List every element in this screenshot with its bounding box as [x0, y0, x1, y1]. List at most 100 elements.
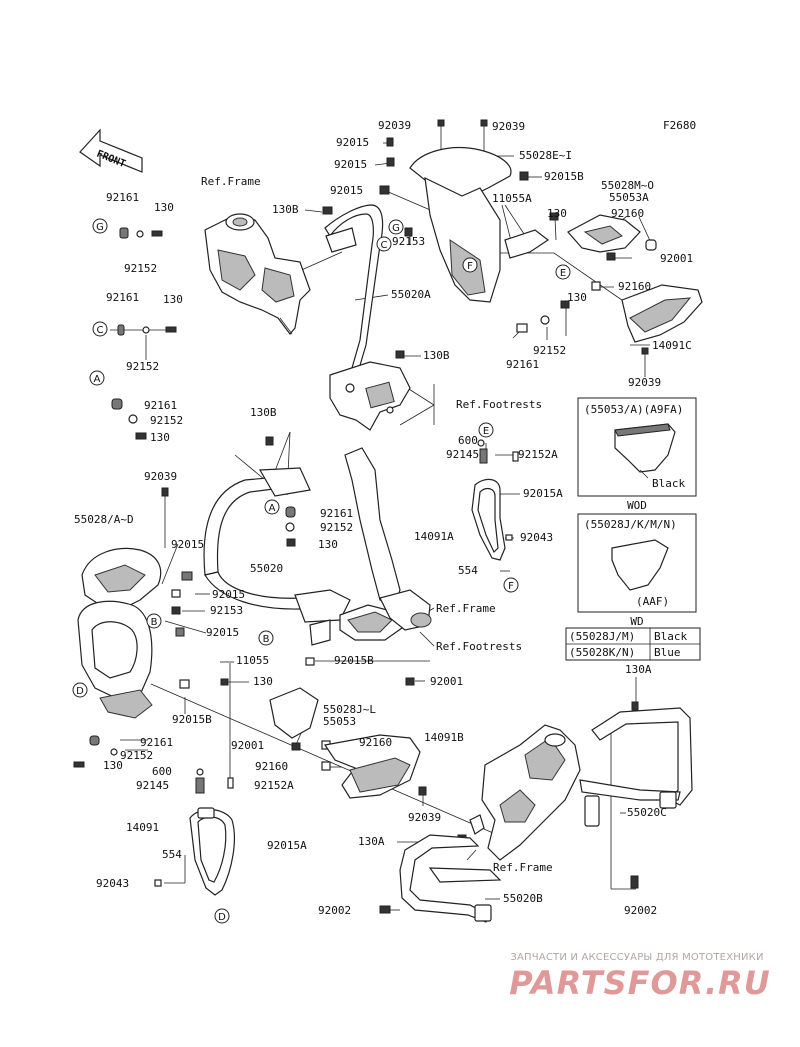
part-label: 92160 — [359, 736, 392, 749]
part-label: 92015A — [267, 839, 307, 852]
frame-bottom-shape — [469, 724, 581, 861]
part-label: 92015 — [336, 136, 369, 149]
part-label: 554 — [162, 848, 182, 861]
part-label: 92015 — [334, 158, 367, 171]
cowl-55028m-shape — [567, 214, 657, 253]
part-label: 55053A — [609, 191, 649, 204]
reference-labels: Ref.Frame Ref.Footrests Ref.Frame Ref.Fo… — [201, 175, 553, 874]
part-label: 92015A — [523, 487, 563, 500]
part-label: 92161 — [320, 507, 353, 520]
callout-label: D — [218, 912, 226, 923]
part-label: 92043 — [520, 531, 553, 544]
callout-label: G — [392, 223, 400, 234]
callout-label: B — [263, 634, 270, 645]
part-label: 92015B — [172, 713, 212, 726]
part-label: 130 — [253, 675, 273, 688]
cowl-55028e-shape — [409, 147, 550, 303]
frame-mid-shape — [339, 447, 432, 641]
part-label: 55028M~O — [601, 179, 654, 192]
part-label: 92015 — [171, 538, 204, 551]
part-label: 92039 — [144, 470, 177, 483]
part-label: 600 — [458, 434, 478, 447]
part-label: 55028J~L — [323, 703, 376, 716]
part-label: 92152 — [126, 360, 159, 373]
part-label: 92001 — [231, 739, 264, 752]
callout-label: A — [94, 374, 101, 385]
part-label: 92160 — [618, 280, 651, 293]
color-table: (55028J/M) Black (55028K/N) Blue — [565, 627, 701, 661]
part-label: 92039 — [628, 376, 661, 389]
part-label: 55020C — [627, 806, 667, 819]
ref-label: Ref.Frame — [201, 175, 261, 188]
callout-label: F — [467, 261, 473, 272]
ref-label: Ref.Frame — [493, 861, 553, 874]
guard-55020-shape — [203, 467, 351, 646]
part-label: 92161 — [140, 736, 173, 749]
part-label: 14091 — [126, 821, 159, 834]
part-label: 130 — [567, 291, 587, 304]
callout-b-mid: B — [258, 630, 274, 646]
callout-b-left: B — [146, 613, 162, 629]
hardware-stack-c — [117, 324, 177, 336]
part-label: 130B — [272, 203, 299, 216]
part-label: 92145 — [136, 779, 169, 792]
guard-55020c-shape — [579, 707, 693, 827]
part-label: 11055A — [492, 192, 532, 205]
ref-label: Ref.Footrests — [436, 640, 522, 653]
callout-label: D — [76, 686, 84, 697]
color-name: Blue — [654, 646, 681, 659]
variant-footer: WOD — [627, 499, 647, 512]
part-label: 130A — [358, 835, 385, 848]
part-label: 14091C — [652, 339, 692, 352]
part-label: 55028/A~D — [74, 513, 134, 526]
variant-title: (55028J/K/M/N) — [584, 518, 677, 531]
part-label: 92152 — [124, 262, 157, 275]
callout-label: C — [97, 325, 104, 336]
part-labels: 92039 92039 92015 55028E~I 92015 92015B … — [74, 119, 693, 917]
part-label: 92161 — [106, 291, 139, 304]
color-name: Black — [654, 630, 687, 643]
callout-e-top: E — [555, 264, 571, 280]
part-label: 92161 — [106, 191, 139, 204]
small-bolts — [73, 119, 649, 914]
part-label: 92153 — [210, 604, 243, 617]
callout-d-bottom: D — [214, 908, 230, 924]
part-label: 92039 — [492, 120, 525, 133]
callout-label: F — [508, 581, 514, 592]
diagram-code: F2680 — [663, 119, 696, 132]
watermark-subtitle: ЗАПЧАСТИ И АКСЕССУАРЫ ДЛЯ МОТОТЕХНИКИ — [510, 952, 764, 963]
callout-f-top: F — [462, 257, 478, 273]
cover-14091-shape — [189, 807, 235, 896]
part-label: 130 — [103, 759, 123, 772]
callout-a-left: A — [89, 370, 105, 386]
callout-f-bottom: F — [503, 577, 519, 593]
callout-label: A — [269, 503, 276, 514]
part-label: 92152A — [518, 448, 558, 461]
part-label: 130B — [423, 349, 450, 362]
part-label: 92160 — [611, 207, 644, 220]
variant-note: (AAF) — [636, 595, 669, 608]
part-label: 600 — [152, 765, 172, 778]
part-label: 130 — [163, 293, 183, 306]
callout-label: E — [483, 426, 489, 437]
part-label: 92015B — [334, 654, 374, 667]
cover-14091a-shape — [471, 478, 506, 561]
hardware-stack-g — [119, 227, 163, 239]
front-arrow-icon: FRONT — [79, 128, 143, 173]
callout-c-left: C — [92, 321, 108, 337]
cowl-55028-shape — [77, 547, 162, 719]
part-label: 92161 — [506, 358, 539, 371]
part-label: 92002 — [318, 904, 351, 917]
part-label: 55020B — [503, 892, 543, 905]
part-label: 92015 — [206, 626, 239, 639]
callout-a-mid: A — [264, 499, 280, 515]
variant-box-wd: (55053/A)(A9FA) Black WOD — [577, 397, 697, 512]
cover-14091c-shape — [621, 284, 703, 343]
part-label: 92161 — [144, 399, 177, 412]
callout-label: E — [560, 268, 566, 279]
callout-label: B — [151, 617, 158, 628]
watermark-logo: PARTSFOR.RU — [509, 964, 771, 1002]
part-label: 130 — [154, 201, 174, 214]
part-label: 92043 — [96, 877, 129, 890]
